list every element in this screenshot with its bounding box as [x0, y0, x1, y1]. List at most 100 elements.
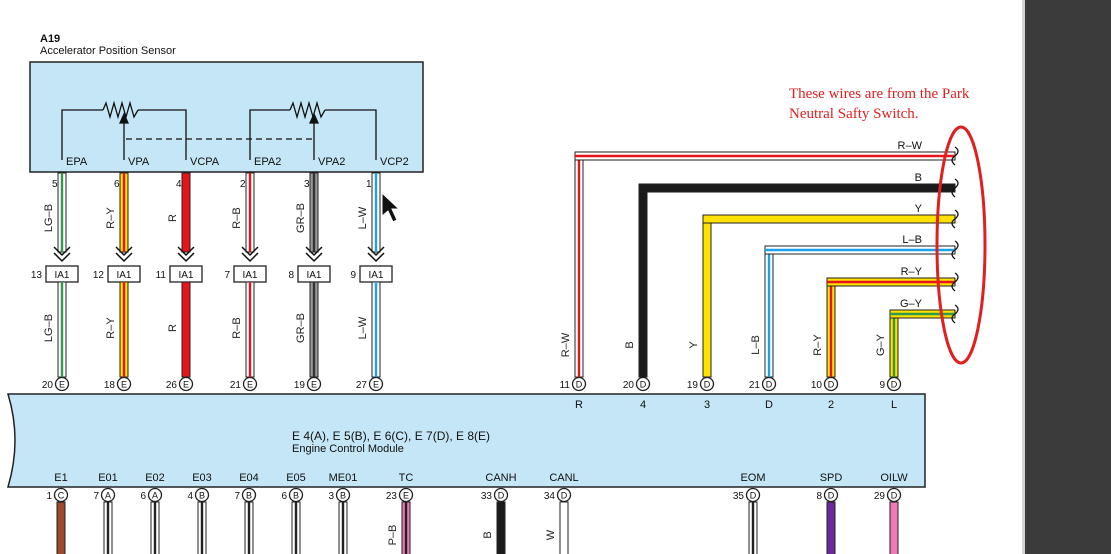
- ecm-pin-label: 2: [828, 399, 834, 411]
- ecm-pin-letter: E: [403, 491, 409, 501]
- ecm-pin-number: 29: [874, 491, 886, 502]
- switch-wire-horizontal-body: [638, 183, 956, 193]
- ecm-pin-letter: D: [640, 380, 647, 390]
- ecm-wire-bottom: [103, 501, 113, 554]
- sensor-wire-upper: [57, 172, 67, 253]
- connector-chevron-icon: [177, 252, 195, 263]
- ecm-pin-number: 19: [687, 380, 699, 391]
- annotation-line-1: These wires are from the Park: [789, 86, 970, 102]
- sensor-pin-number: 2: [240, 179, 246, 190]
- ecm-pin-label: ME01: [329, 472, 358, 484]
- ecm-box: [6, 393, 926, 488]
- wire-color-code: R–Y: [105, 317, 117, 339]
- ecm-pin-circle: [886, 376, 902, 392]
- sensor-pin-number: 3: [304, 179, 310, 190]
- wire-color-code: R–Y: [901, 266, 923, 278]
- inline-connector-label: IA1: [116, 270, 131, 281]
- ecm-pin-label: E05: [286, 472, 306, 484]
- wire-color-code: LG–B: [43, 204, 55, 232]
- ecm-pin-circle: [194, 487, 210, 503]
- sensor-wire-lower: [245, 281, 255, 378]
- switch-wire-vertical-body: [638, 183, 648, 378]
- wire-color-code: Y: [915, 203, 923, 215]
- wire-color-code: B: [624, 341, 636, 348]
- wire-color-code: R: [167, 214, 179, 222]
- wire-break-icon: [951, 240, 959, 260]
- inline-connector-label: IA1: [54, 270, 69, 281]
- ecm-pin-letter: B: [340, 491, 346, 501]
- sensor-wire-upper: [245, 172, 255, 253]
- sensor-wire-lower-body: [181, 281, 191, 378]
- ecm-pin-number: 9: [879, 380, 885, 391]
- ecm-pin-number: 7: [93, 491, 99, 502]
- connector-chevron-icon: [115, 246, 133, 257]
- ecm-pin-number: 21: [749, 380, 761, 391]
- sensor-ref: A19: [40, 33, 60, 45]
- ecm-connectors: E 4(A), E 5(B), E 6(C), E 7(D), E 8(E): [292, 429, 490, 443]
- connector-chevron-icon: [115, 252, 133, 263]
- ecm-pin-circle: [823, 487, 839, 503]
- ecm-pin-circle: [886, 487, 902, 503]
- switch-wire-horizontal: [764, 245, 956, 255]
- ecm-pin-letter: D: [704, 380, 711, 390]
- ecm-pin-circle: [100, 487, 116, 503]
- ecm-pin-label: EOM: [740, 472, 765, 484]
- ecm-pin-number: 26: [166, 380, 178, 391]
- ecm-pin-circle: [335, 487, 351, 503]
- ecm-pin-circle: [242, 376, 258, 392]
- ecm-pin-letter: D: [750, 491, 757, 501]
- ecm-pin-label: L: [891, 399, 897, 411]
- annotation-line-2: Neutral Safty Switch.: [789, 106, 919, 122]
- sensor-pin-number: 6: [114, 179, 120, 190]
- switch-wire-horizontal: [826, 277, 956, 287]
- sensor-wire-upper-body: [181, 172, 191, 253]
- ecm-pin-number: 19: [294, 380, 306, 391]
- wire-color-code: LG–B: [43, 314, 55, 342]
- switch-wire-vertical-body: [702, 214, 712, 378]
- sensor-wire-upper: [119, 172, 129, 253]
- wire-color-code: GR–B: [295, 313, 307, 343]
- ecm-wire-bottom: [338, 501, 348, 554]
- connector-chevron-icon: [53, 252, 71, 263]
- inline-pin-number: 12: [93, 270, 105, 281]
- wire-break-icon: [951, 209, 959, 229]
- wire-color-code: L–W: [357, 206, 369, 229]
- switch-wire-vertical: [638, 183, 648, 378]
- ecm-pin-circle: [116, 376, 132, 392]
- ecm-pin-letter: A: [105, 491, 111, 501]
- sensor-wire-upper: [309, 172, 319, 253]
- ecm-wire-bottom: [197, 501, 207, 554]
- ecm-pin-letter: C: [58, 491, 65, 501]
- ecm-wire-bottom: [150, 501, 160, 554]
- switch-wire-horizontal-body: [702, 214, 956, 224]
- ecm-pin-circle: [368, 376, 384, 392]
- ecm-pin-number: 1: [46, 491, 52, 502]
- ecm-pin-circle: [635, 376, 651, 392]
- connector-chevron-icon: [53, 246, 71, 257]
- ecm-pin-number: 3: [328, 491, 334, 502]
- ecm-pin-number: 8: [816, 491, 822, 502]
- ecm-wire-bottom: [496, 501, 506, 554]
- ecm-pin-number: 18: [104, 380, 116, 391]
- ecm-pin-label: TC: [399, 472, 414, 484]
- ecm-pin-circle: [178, 376, 194, 392]
- ecm-pin-number: 34: [544, 491, 556, 502]
- sensor-internal-circuit: [61, 100, 377, 160]
- wire-color-code: G–Y: [900, 298, 923, 310]
- ecm-wire-bottom: [291, 501, 301, 554]
- connector-chevron-icon: [177, 246, 195, 257]
- wire-color-code: G–Y: [875, 333, 887, 356]
- switch-wire-vertical: [826, 277, 836, 378]
- ecm-wire-bottom: [889, 501, 899, 554]
